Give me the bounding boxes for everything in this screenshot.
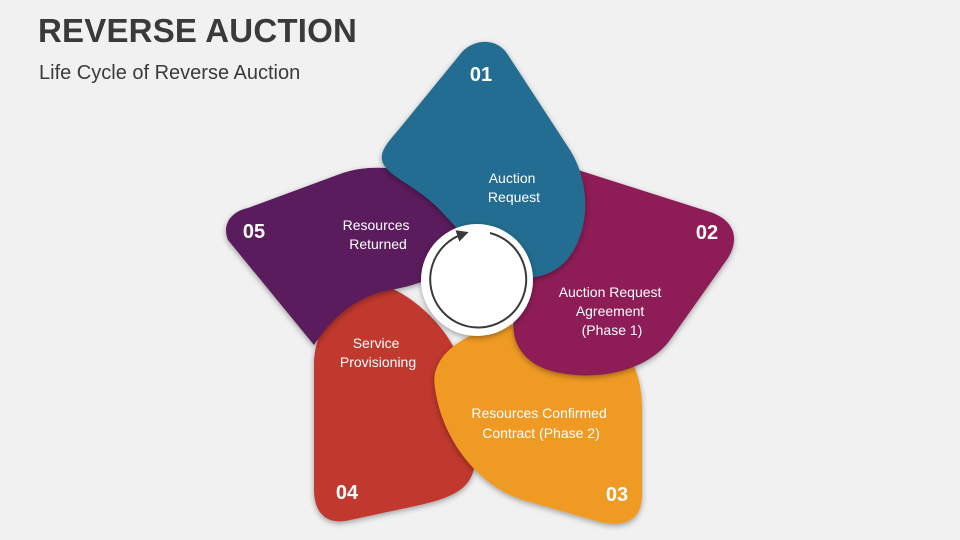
step-label-2: Auction Request Agreement (Phase 1) <box>559 284 666 338</box>
petal-step-4 <box>314 283 476 522</box>
step-label-5: Resources Returned <box>343 217 414 252</box>
step-label-1: Auction Request <box>488 170 540 205</box>
step-label-3: Resources Confirmed Contract (Phase 2) <box>471 405 610 441</box>
page-title: REVERSE AUCTION <box>38 12 357 49</box>
petal-step-5 <box>226 167 474 345</box>
petal-step-1 <box>381 41 586 278</box>
step-number-1: 01 <box>470 64 492 86</box>
step-label-4: Service Provisioning <box>340 335 416 370</box>
step-number-5: 05 <box>243 221 265 243</box>
step-number-4: 04 <box>336 482 359 504</box>
step-number-3: 03 <box>606 484 628 506</box>
circular-arrows-icon <box>429 230 528 329</box>
page-subtitle: Life Cycle of Reverse Auction <box>39 62 301 84</box>
step-number-2: 02 <box>696 222 718 244</box>
center-circle <box>421 224 533 336</box>
